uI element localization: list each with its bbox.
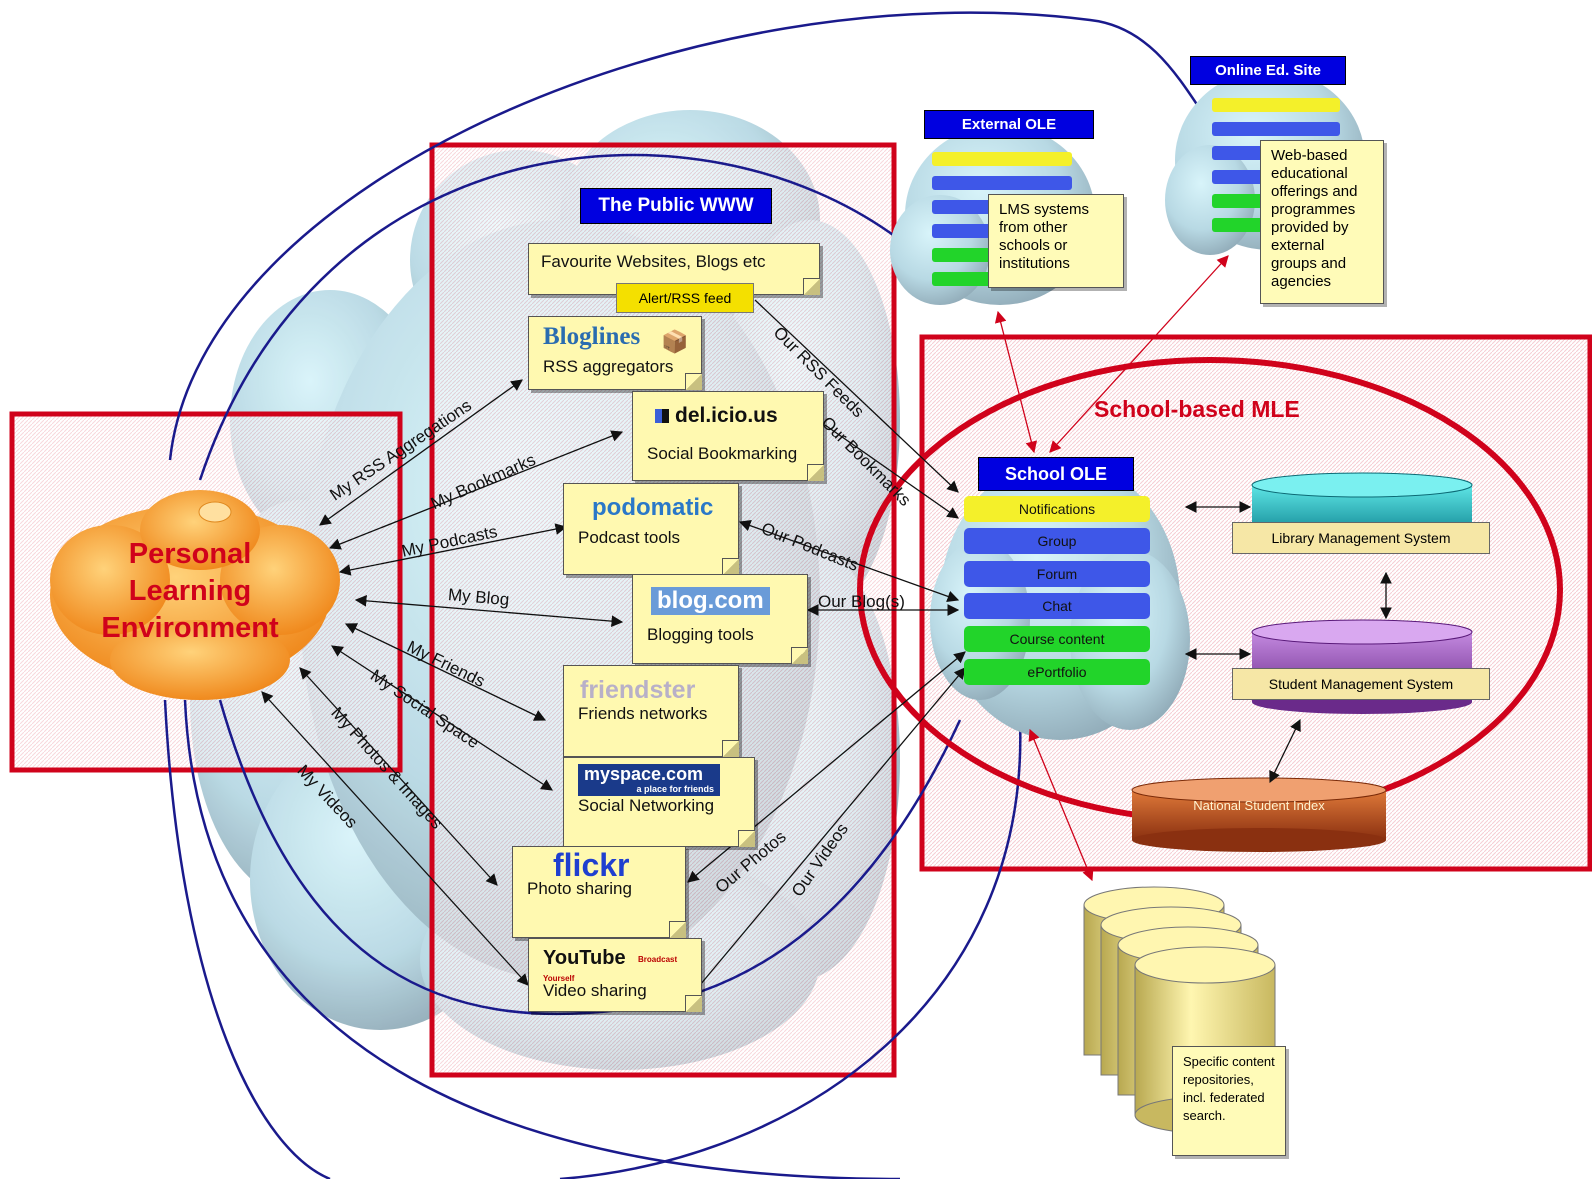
external-ole-title: External OLE bbox=[924, 110, 1094, 139]
flickr-label: Photo sharing bbox=[527, 879, 632, 898]
mle-title: School-based MLE bbox=[1094, 396, 1300, 422]
delicious-icon bbox=[655, 409, 669, 424]
ple-cloud bbox=[50, 490, 340, 700]
ole-forum[interactable]: Forum bbox=[964, 561, 1150, 587]
national-index-label: National Student Index bbox=[1193, 798, 1325, 813]
library-system-label: Library Management System bbox=[1232, 522, 1490, 554]
myspace-note[interactable]: myspace.com a place for friends Social N… bbox=[563, 757, 755, 847]
ole-eportfolio[interactable]: ePortfolio bbox=[964, 659, 1150, 685]
podomatic-note[interactable]: podomatic Podcast tools bbox=[563, 483, 739, 575]
youtube-logo: YouTube Broadcast Yourself bbox=[543, 947, 701, 983]
youtube-logo-sub: Broadcast Yourself bbox=[543, 955, 678, 984]
ole-group[interactable]: Group bbox=[964, 528, 1150, 554]
ole-notifications[interactable]: Notifications bbox=[964, 496, 1150, 522]
podomatic-label: Podcast tools bbox=[578, 528, 681, 547]
delicious-label: Social Bookmarking bbox=[647, 444, 798, 463]
bloglines-label: RSS aggregators bbox=[543, 357, 674, 376]
db-arrows bbox=[1184, 501, 1392, 784]
friendster-label: Friends networks bbox=[578, 704, 708, 723]
delicious-logo: del.icio.us bbox=[655, 404, 778, 428]
podomatic-logo: podomatic bbox=[592, 494, 714, 521]
youtube-logo-text: YouTube bbox=[543, 947, 626, 969]
online-ed-note: Web-based educational offerings and prog… bbox=[1260, 140, 1384, 304]
bloglines-note[interactable]: Bloglines 📦 RSS aggregators bbox=[528, 316, 702, 390]
ole-course-content[interactable]: Course content bbox=[964, 626, 1150, 652]
flickr-logo: flickr bbox=[553, 847, 630, 883]
youtube-label: Video sharing bbox=[543, 981, 647, 1000]
friendster-logo: friendster bbox=[580, 676, 696, 704]
red-arrows bbox=[994, 255, 1229, 882]
blogcom-label: Blogging tools bbox=[647, 625, 754, 644]
blogcom-note[interactable]: blog.com Blogging tools bbox=[632, 574, 808, 664]
bloglines-icon: 📦 bbox=[661, 329, 689, 354]
flickr-note[interactable]: flickr Photo sharing bbox=[512, 846, 686, 938]
ple-label-line2: Learning bbox=[128, 575, 252, 607]
online-ed-title: Online Ed. Site bbox=[1190, 56, 1346, 85]
external-ole-note: LMS systems from other schools or instit… bbox=[988, 194, 1124, 288]
public-www-title: The Public WWW bbox=[580, 188, 772, 224]
ple-label-line1: Personal bbox=[128, 538, 252, 570]
myspace-logo-sub: a place for friends bbox=[636, 784, 714, 794]
delicious-logo-text: del.icio.us bbox=[675, 404, 778, 427]
myspace-label: Social Networking bbox=[578, 796, 715, 815]
delicious-note[interactable]: del.icio.us Social Bookmarking bbox=[632, 391, 824, 481]
school-link-blogs: Our Blog(s) bbox=[818, 592, 905, 611]
youtube-note[interactable]: YouTube Broadcast Yourself Video sharing bbox=[528, 938, 702, 1012]
alert-feed-label: Alert/RSS feed bbox=[616, 283, 754, 313]
ole-chat[interactable]: Chat bbox=[964, 593, 1150, 619]
ple-label: Personal Learning Environment bbox=[80, 536, 300, 647]
blogcom-logo: blog.com bbox=[651, 587, 770, 615]
myspace-logo: myspace.com a place for friends bbox=[578, 764, 720, 796]
repositories-note: Specific content repositories, incl. fed… bbox=[1172, 1046, 1286, 1156]
favourites-label: Favourite Websites, Blogs etc bbox=[541, 252, 766, 271]
student-system-label: Student Management System bbox=[1232, 668, 1490, 700]
national-cylinder bbox=[1131, 777, 1387, 852]
ple-arrows bbox=[261, 379, 624, 986]
friendster-note[interactable]: friendster Friends networks bbox=[563, 665, 739, 757]
ple-label-line3: Environment bbox=[101, 612, 279, 644]
bloglines-logo: Bloglines bbox=[543, 323, 641, 350]
myspace-logo-text: myspace.com bbox=[584, 764, 704, 784]
school-ole-title: School OLE bbox=[978, 457, 1134, 491]
